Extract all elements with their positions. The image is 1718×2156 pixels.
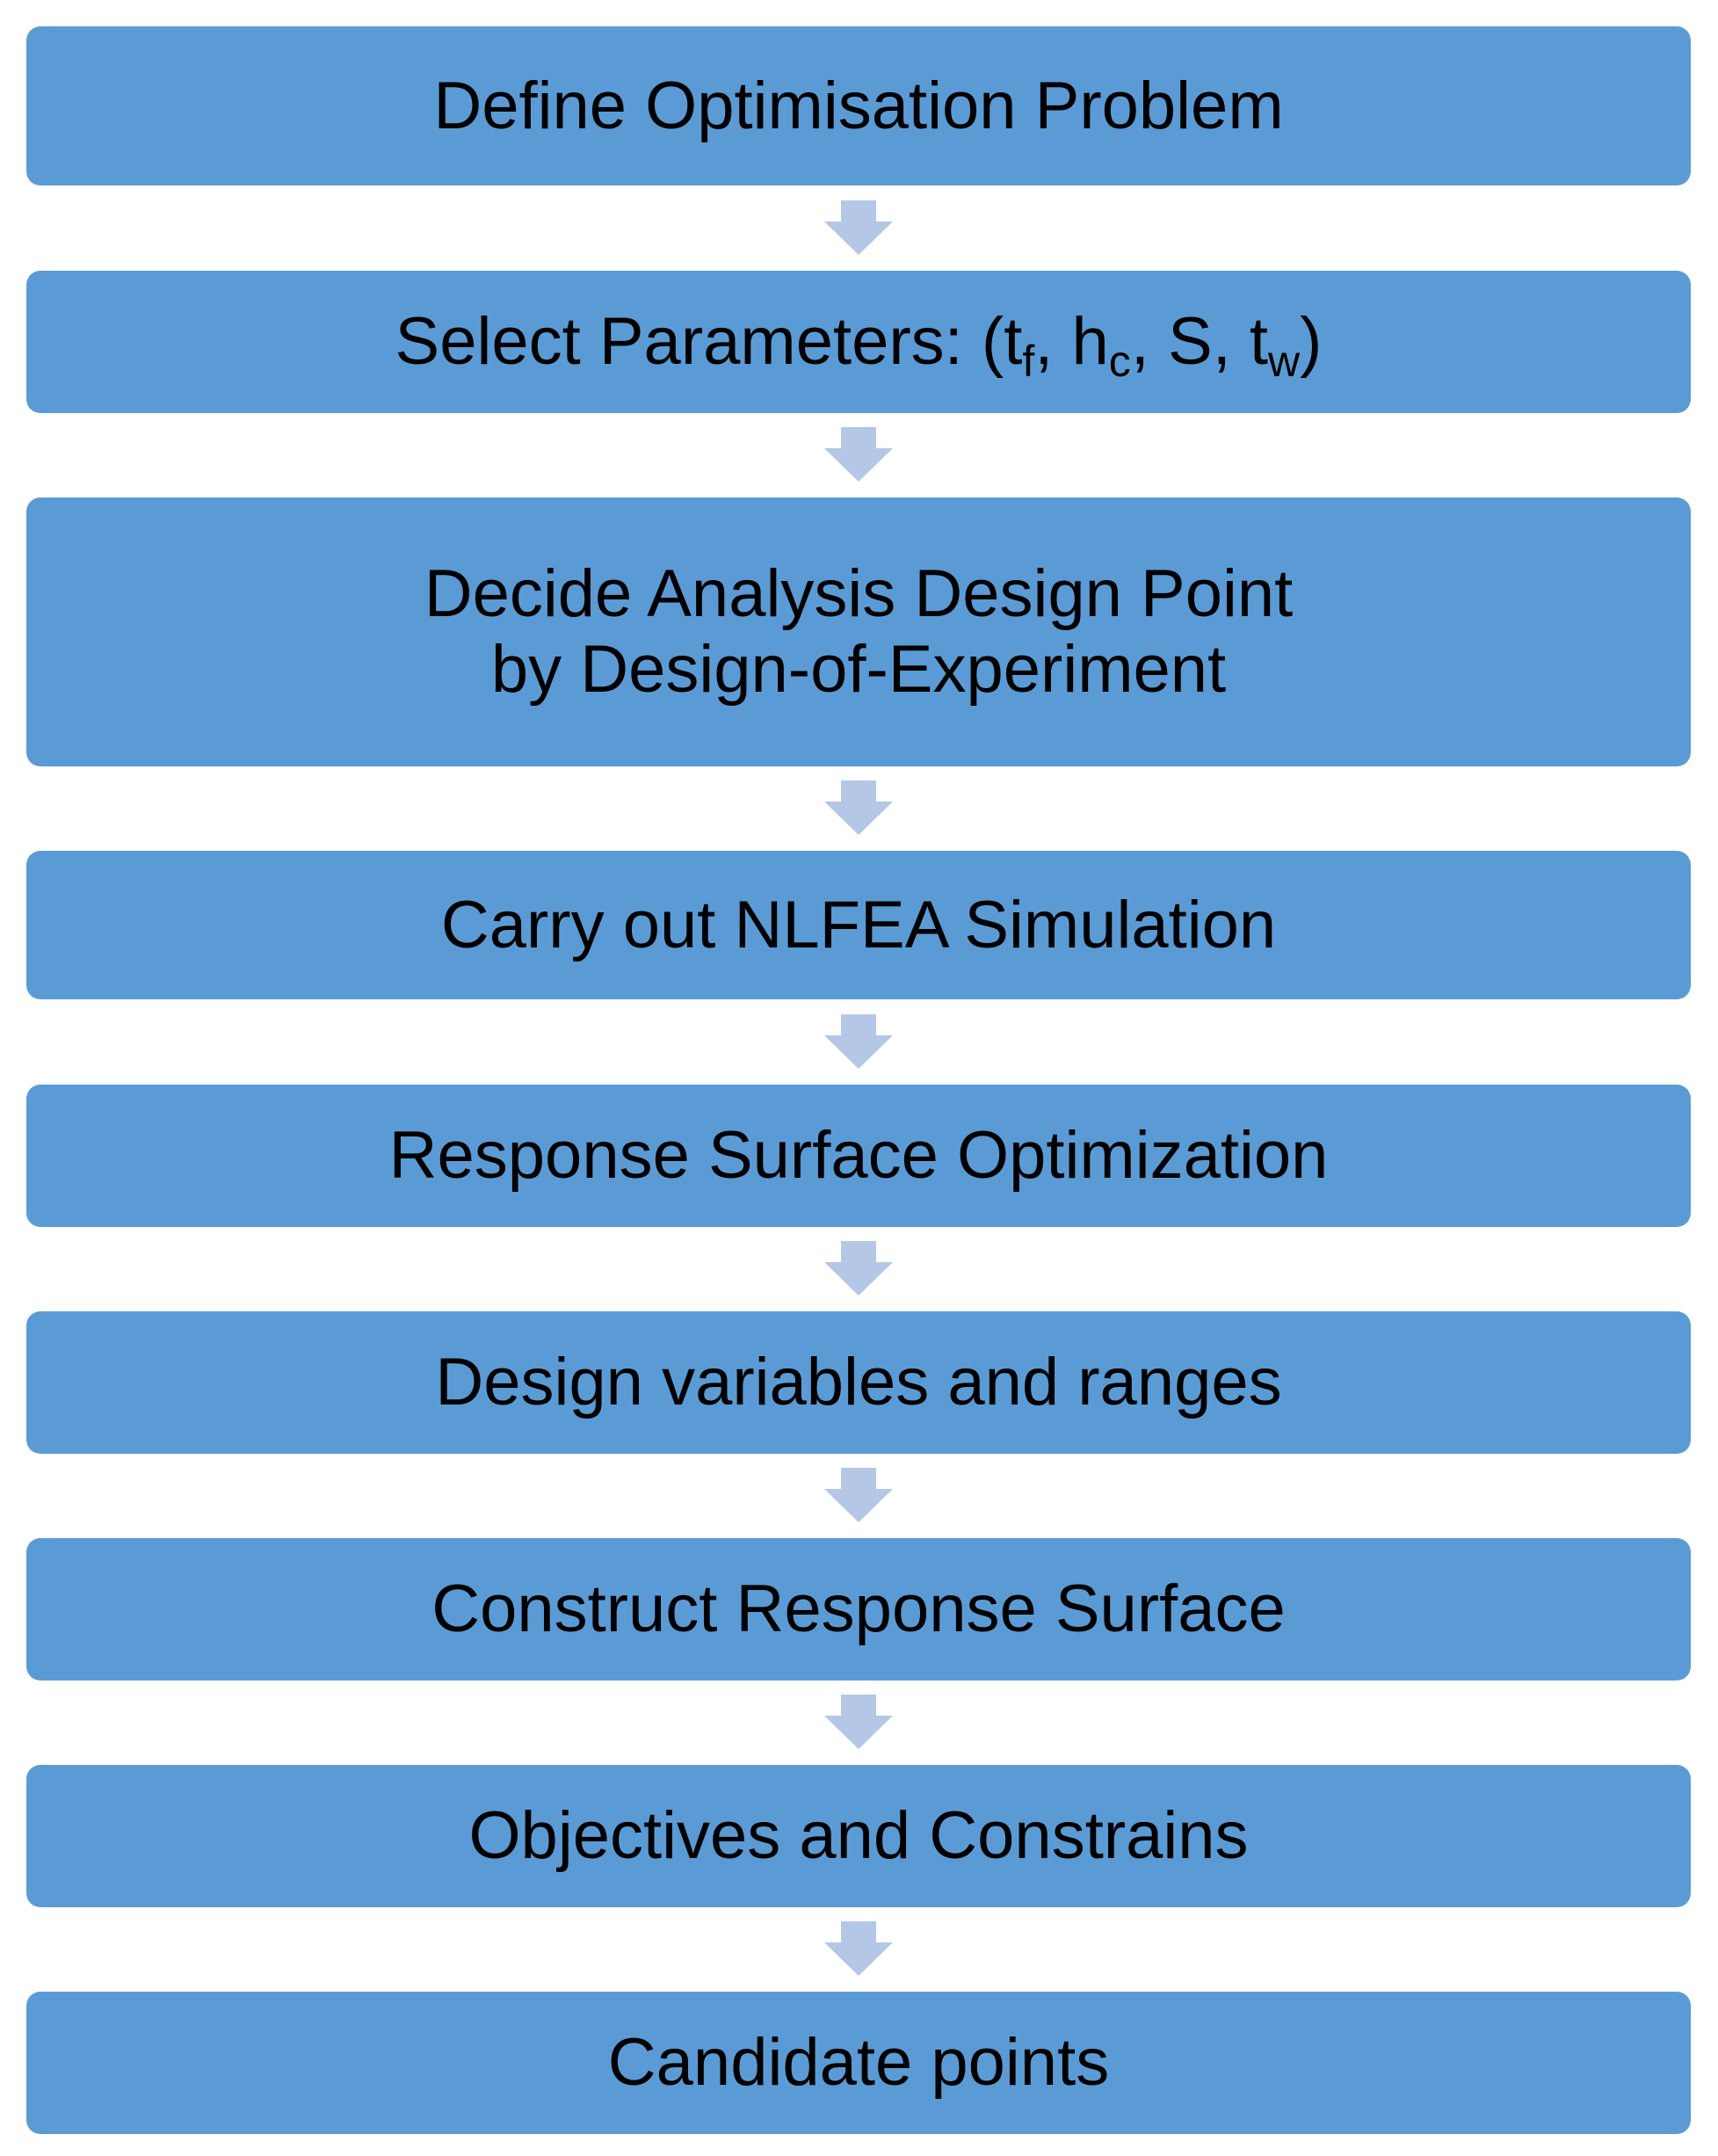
step-label: Carry out NLFEA Simulation — [440, 887, 1277, 962]
step-carry-out-nlfea-simulation: Carry out NLFEA Simulation — [26, 851, 1691, 999]
down-arrow-icon — [824, 1921, 893, 1976]
select-parameters-text: Select Parameters: — [395, 304, 982, 379]
param-tf: tf — [1004, 304, 1035, 386]
param-s: S — [1167, 304, 1213, 379]
step-label: Objectives and Constrains — [468, 1798, 1249, 1873]
step-define-optimisation-problem: Define Optimisation Problem — [26, 26, 1691, 185]
down-arrow-icon — [824, 200, 893, 255]
step-label: Define Optimisation Problem — [433, 68, 1284, 143]
step-objectives-and-constrains: Objectives and Constrains — [26, 1765, 1691, 1907]
down-arrow-icon — [824, 427, 893, 482]
param-hc: hc — [1071, 304, 1131, 386]
step-select-parameters: Select Parameters: (tf, hc, S, tw) — [26, 271, 1691, 413]
step-label: Decide Analysis Design Point by Design-o… — [424, 556, 1294, 707]
step-label: Design variables and ranges — [435, 1345, 1282, 1419]
step-label: Response Surface Optimization — [388, 1118, 1329, 1193]
down-arrow-icon — [824, 1695, 893, 1749]
step-candidate-points: Candidate points — [26, 1992, 1691, 2134]
down-arrow-icon — [824, 1241, 893, 1296]
down-arrow-icon — [824, 780, 893, 835]
down-arrow-icon — [824, 1014, 893, 1069]
down-arrow-icon — [824, 1468, 893, 1522]
step-construct-response-surface: Construct Response Surface — [26, 1538, 1691, 1681]
param-tw: tw — [1249, 304, 1301, 386]
step-label: Candidate points — [607, 2025, 1110, 2100]
step-response-surface-optimization: Response Surface Optimization — [26, 1085, 1691, 1227]
step-label: Construct Response Surface — [431, 1572, 1286, 1646]
step-label: Select Parameters: (tf, hc, S, tw) — [395, 304, 1323, 386]
step-design-variables-and-ranges: Design variables and ranges — [26, 1311, 1691, 1454]
step-decide-analysis-design-point: Decide Analysis Design Point by Design-o… — [26, 497, 1691, 766]
